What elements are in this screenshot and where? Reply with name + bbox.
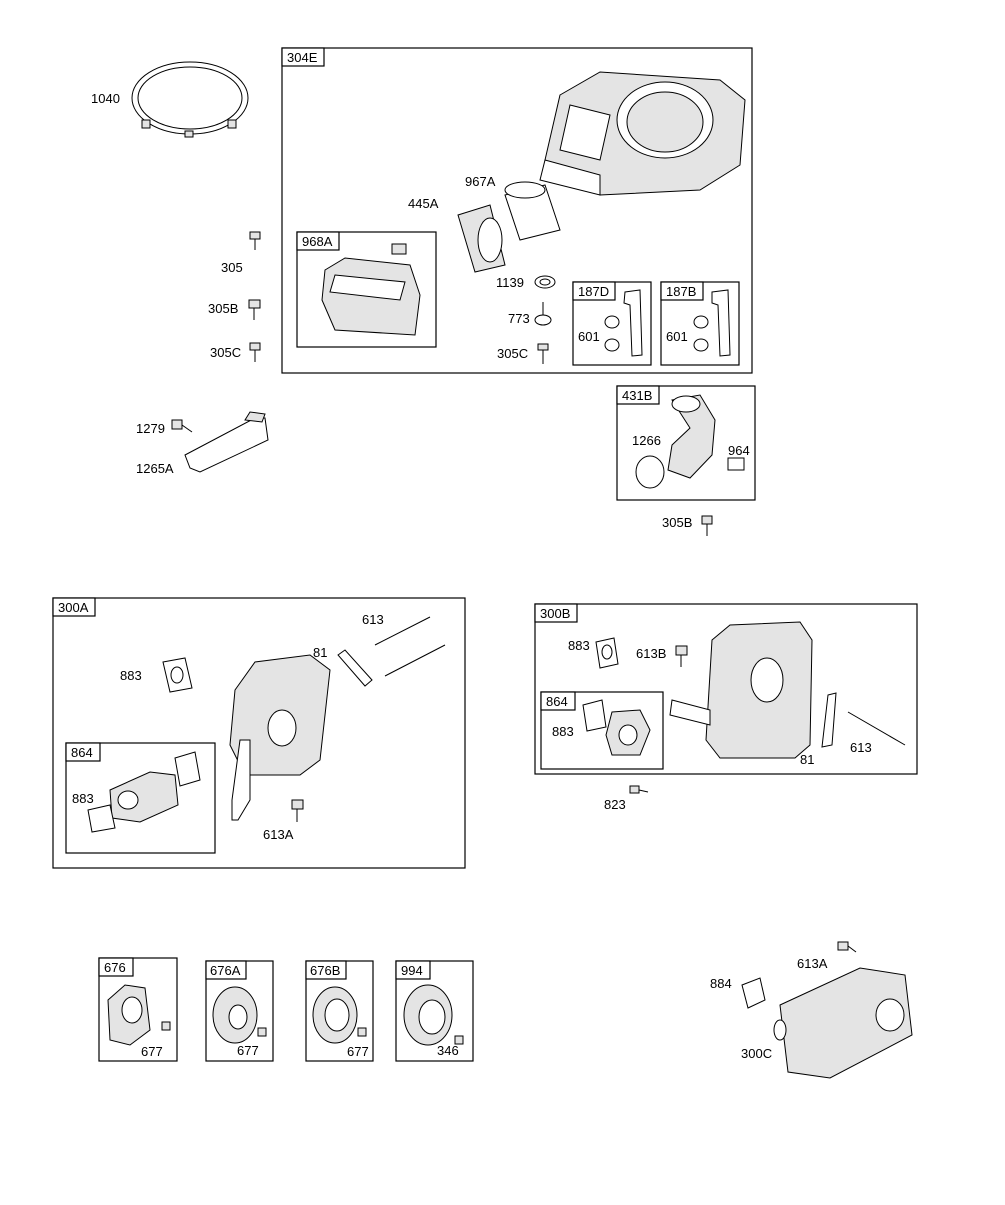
label-884: 884 xyxy=(710,976,732,991)
group-tag-431B: 431B xyxy=(622,388,652,403)
label-81-b: 81 xyxy=(800,752,814,767)
label-823: 823 xyxy=(604,797,626,812)
part-305C-screw xyxy=(249,342,261,362)
label-300C: 300C xyxy=(741,1046,772,1061)
group-box-431B xyxy=(616,385,756,501)
part-305-screw xyxy=(249,231,261,250)
label-81: 81 xyxy=(313,645,327,660)
label-1266: 1266 xyxy=(632,433,661,448)
group-tag-300A: 300A xyxy=(58,600,89,615)
label-613-b: 613 xyxy=(850,740,872,755)
label-346: 346 xyxy=(437,1043,459,1058)
group-tag-968A: 968A xyxy=(302,234,333,249)
group-box-304E xyxy=(281,47,753,374)
part-994-spark-arrestor xyxy=(403,984,464,1046)
label-613: 613 xyxy=(362,612,384,627)
group-tag-676A: 676A xyxy=(210,963,241,978)
label-601-d: 601 xyxy=(578,329,600,344)
label-677-a: 677 xyxy=(141,1044,163,1059)
label-601-b: 601 xyxy=(666,329,688,344)
group-tag-676: 676 xyxy=(104,960,126,975)
part-613B-screw xyxy=(675,645,688,667)
label-964: 964 xyxy=(728,443,750,458)
group-box-994 xyxy=(395,960,474,1062)
part-1139-washer xyxy=(534,275,556,289)
group-box-864-b xyxy=(540,691,664,770)
label-1265A: 1265A xyxy=(136,461,174,476)
label-883-a: 883 xyxy=(120,668,142,683)
part-613A-screw-b xyxy=(837,941,857,953)
group-box-676 xyxy=(98,957,178,1062)
label-305B-b: 305B xyxy=(662,515,692,530)
group-box-300A xyxy=(52,597,466,869)
part-300B-muffler xyxy=(669,621,813,759)
part-300A-muffler xyxy=(229,654,331,821)
label-883-b: 883 xyxy=(568,638,590,653)
part-305B-screw xyxy=(248,299,261,320)
group-tag-864-a: 864 xyxy=(71,745,93,760)
part-676A-cover xyxy=(212,986,267,1044)
part-1040-ring xyxy=(131,61,249,138)
group-box-864-a xyxy=(65,742,216,854)
label-1040: 1040 xyxy=(91,91,120,106)
label-613B: 613B xyxy=(636,646,666,661)
group-tag-994: 994 xyxy=(401,963,423,978)
part-823-screw xyxy=(629,785,649,794)
label-305B: 305B xyxy=(208,301,238,316)
part-304E-blower-housing xyxy=(539,71,746,196)
part-968A-cover xyxy=(321,243,421,336)
part-864-a-flange xyxy=(87,751,201,833)
part-81-plate xyxy=(337,649,373,687)
label-305: 305 xyxy=(221,260,243,275)
part-967A-filter xyxy=(504,181,561,241)
part-676-cover xyxy=(107,984,171,1046)
label-305C: 305C xyxy=(210,345,241,360)
label-677-b: 677 xyxy=(237,1043,259,1058)
part-305B-screw-b xyxy=(701,515,713,536)
label-773: 773 xyxy=(508,311,530,326)
part-884-clip xyxy=(741,977,766,1009)
part-1265A-bracket xyxy=(184,411,269,473)
part-431B-elbow xyxy=(635,394,745,489)
group-tag-864-b: 864 xyxy=(546,694,568,709)
group-tag-676B: 676B xyxy=(310,963,340,978)
part-187D-tube xyxy=(604,289,643,357)
part-883-gasket-a xyxy=(162,657,193,693)
group-box-968A xyxy=(296,231,437,348)
label-445A: 445A xyxy=(408,196,439,211)
part-864-b-flange xyxy=(582,699,651,756)
part-613-stud-b xyxy=(847,711,906,746)
part-305C-screw-b xyxy=(537,343,549,364)
label-305C-b: 305C xyxy=(497,346,528,361)
label-1139: 1139 xyxy=(496,275,524,290)
part-676B-cover xyxy=(312,986,367,1044)
part-187B-tube xyxy=(693,289,731,357)
part-445A-filter xyxy=(457,204,506,273)
part-300C-muffler xyxy=(773,967,913,1079)
group-tag-187D: 187D xyxy=(578,284,609,299)
label-883-a2: 883 xyxy=(72,791,94,806)
part-1279-bolt xyxy=(171,419,193,433)
label-1279: 1279 xyxy=(136,421,165,436)
label-613A: 613A xyxy=(263,827,294,842)
group-tag-187B: 187B xyxy=(666,284,696,299)
group-tag-300B: 300B xyxy=(540,606,570,621)
label-967A: 967A xyxy=(465,174,496,189)
part-773-valve xyxy=(534,302,552,326)
part-81-plate-b xyxy=(821,692,837,748)
label-677-c: 677 xyxy=(347,1044,369,1059)
group-box-300B xyxy=(534,603,918,775)
group-tag-304E: 304E xyxy=(287,50,318,65)
label-613A-b: 613A xyxy=(797,956,828,971)
part-613A-screw xyxy=(291,799,304,822)
part-883-gasket-b xyxy=(595,637,619,669)
label-883-b2: 883 xyxy=(552,724,574,739)
part-613-studs xyxy=(374,616,446,677)
